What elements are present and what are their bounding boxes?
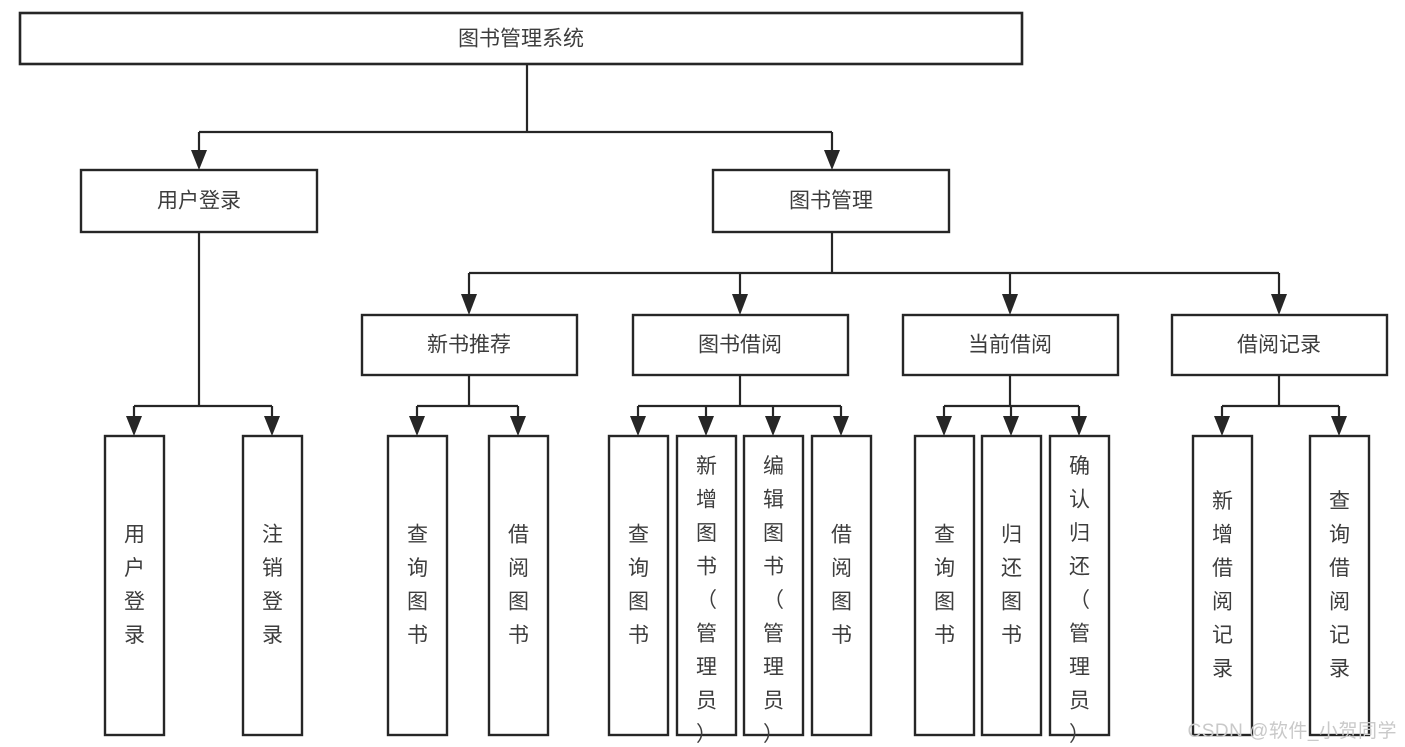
node-leaf-add-record[interactable] — [1191, 434, 1254, 737]
node-leaf-borrow-book-1-box[interactable] — [487, 434, 550, 737]
node-leaf-query-book-3-label: 查询图书 — [934, 523, 955, 647]
node-root-box[interactable] — [18, 11, 1024, 66]
node-leaf-query-book-3[interactable] — [913, 434, 976, 737]
node-book-borrow-label: 图书借阅 — [698, 334, 782, 357]
node-leaf-query-book-3-box[interactable] — [913, 434, 976, 737]
arrowhead-leaf-query-book-2 — [630, 416, 646, 436]
connector-group-user-login-to-leaves — [126, 232, 280, 436]
node-leaf-query-book-2-box[interactable] — [607, 434, 670, 737]
leaf-label-layer: 用户登录 注销登录 查询图书 借阅图书 查询图书 新增图书（管理员） 编辑图书（管理员） 借阅… — [124, 454, 1350, 745]
connector-group-new-book-recommend-to-leaves — [409, 375, 526, 436]
node-leaf-return-book-label: 归还图书 — [1001, 523, 1022, 647]
arrowhead-current-borrow — [1002, 294, 1018, 315]
arrowhead-user-login — [191, 150, 207, 170]
arrowhead-leaf-query-book-1 — [409, 416, 425, 436]
node-book-manage-box[interactable] — [711, 168, 951, 234]
arrowhead-book-borrow — [732, 294, 748, 315]
arrowhead-leaf-return-book — [1003, 416, 1019, 436]
node-leaf-borrow-book-2[interactable] — [810, 434, 873, 737]
arrowhead-leaf-add-record — [1214, 416, 1230, 436]
arrowhead-leaf-user-login — [126, 416, 142, 436]
arrowhead-leaf-add-book — [698, 416, 714, 436]
node-leaf-user-logout[interactable] — [241, 434, 304, 737]
node-user-login[interactable]: 用户登录 — [79, 168, 319, 234]
node-leaf-query-book-1-box[interactable] — [386, 434, 449, 737]
node-book-borrow-box[interactable] — [631, 313, 850, 377]
node-leaf-user-login[interactable] — [103, 434, 166, 737]
node-leaf-query-record[interactable] — [1308, 434, 1371, 737]
node-leaf-query-record-box[interactable] — [1308, 434, 1371, 737]
node-borrow-record-label: 借阅记录 — [1237, 334, 1321, 357]
node-leaf-user-logout-label: 注销登录 — [262, 523, 283, 647]
arrowhead-leaf-edit-book — [765, 416, 781, 436]
node-leaf-borrow-book-2-box[interactable] — [810, 434, 873, 737]
node-leaf-user-login-label: 用户登录 — [124, 523, 145, 647]
arrowhead-leaf-user-logout — [264, 416, 280, 436]
node-leaf-edit-book[interactable] — [742, 434, 805, 737]
node-leaf-query-book-2-label: 查询图书 — [628, 523, 649, 647]
connector-group-current-borrow-to-leaves — [936, 375, 1087, 436]
node-leaf-borrow-book-1-label: 借阅图书 — [508, 523, 529, 647]
arrowhead-new-book-recommend — [461, 294, 477, 315]
node-book-borrow[interactable]: 图书借阅 — [631, 313, 850, 377]
node-leaf-add-record-label: 新增借阅记录 — [1212, 489, 1233, 680]
node-current-borrow[interactable]: 当前借阅 — [901, 313, 1120, 377]
node-leaf-query-record-label: 查询借阅记录 — [1329, 489, 1350, 680]
node-leaf-user-login-box[interactable] — [103, 434, 166, 737]
node-leaf-query-book-1-label: 查询图书 — [407, 523, 428, 647]
arrowhead-book-manage — [824, 150, 840, 170]
node-user-login-box[interactable] — [79, 168, 319, 234]
arrowhead-borrow-record — [1271, 294, 1287, 315]
arrowhead-leaf-borrow-book-2 — [833, 416, 849, 436]
node-leaf-add-book[interactable] — [675, 434, 738, 737]
node-leaf-query-book-1[interactable] — [386, 434, 449, 737]
node-leaf-query-book-2[interactable] — [607, 434, 670, 737]
node-leaf-borrow-book-2-label: 借阅图书 — [831, 523, 852, 647]
node-new-book-recommend-box[interactable] — [360, 313, 579, 377]
arrowhead-leaf-query-record — [1331, 416, 1347, 436]
node-leaf-borrow-book-1[interactable] — [487, 434, 550, 737]
connector-group-root-to-level1 — [191, 64, 840, 170]
node-leaf-return-book[interactable] — [980, 434, 1043, 737]
node-borrow-record[interactable]: 借阅记录 — [1170, 313, 1389, 377]
node-leaf-confirm-return-label: 确认归还（管理员） — [1069, 454, 1090, 745]
node-book-manage-label: 图书管理 — [789, 190, 873, 213]
node-new-book-recommend[interactable]: 新书推荐 — [360, 313, 579, 377]
node-root-label: 图书管理系统 — [458, 28, 584, 51]
node-user-login-label: 用户登录 — [157, 190, 241, 213]
node-leaf-add-book-box[interactable] — [675, 434, 738, 737]
arrowhead-leaf-confirm-return — [1071, 416, 1087, 436]
connector-group-book-manage-to-level2 — [461, 232, 1287, 315]
node-leaf-return-book-box[interactable] — [980, 434, 1043, 737]
node-root[interactable]: 图书管理系统 — [18, 11, 1024, 66]
node-leaf-add-record-box[interactable] — [1191, 434, 1254, 737]
node-leaf-edit-book-label: 编辑图书（管理员） — [763, 454, 784, 745]
connector-group-book-borrow-to-leaves — [630, 375, 849, 436]
node-leaf-user-logout-box[interactable] — [241, 434, 304, 737]
connector-group-borrow-record-to-leaves — [1214, 375, 1347, 436]
node-new-book-recommend-label: 新书推荐 — [427, 334, 511, 357]
node-borrow-record-box[interactable] — [1170, 313, 1389, 377]
node-leaf-confirm-return-box[interactable] — [1048, 434, 1111, 737]
arrowhead-leaf-query-book-3 — [936, 416, 952, 436]
node-current-borrow-box[interactable] — [901, 313, 1120, 377]
arrowhead-leaf-borrow-book-1 — [510, 416, 526, 436]
node-current-borrow-label: 当前借阅 — [968, 334, 1052, 357]
node-leaf-edit-book-box[interactable] — [742, 434, 805, 737]
node-leaf-confirm-return[interactable] — [1048, 434, 1111, 737]
node-book-manage[interactable]: 图书管理 — [711, 168, 951, 234]
node-leaf-add-book-label: 新增图书（管理员） — [696, 454, 717, 745]
